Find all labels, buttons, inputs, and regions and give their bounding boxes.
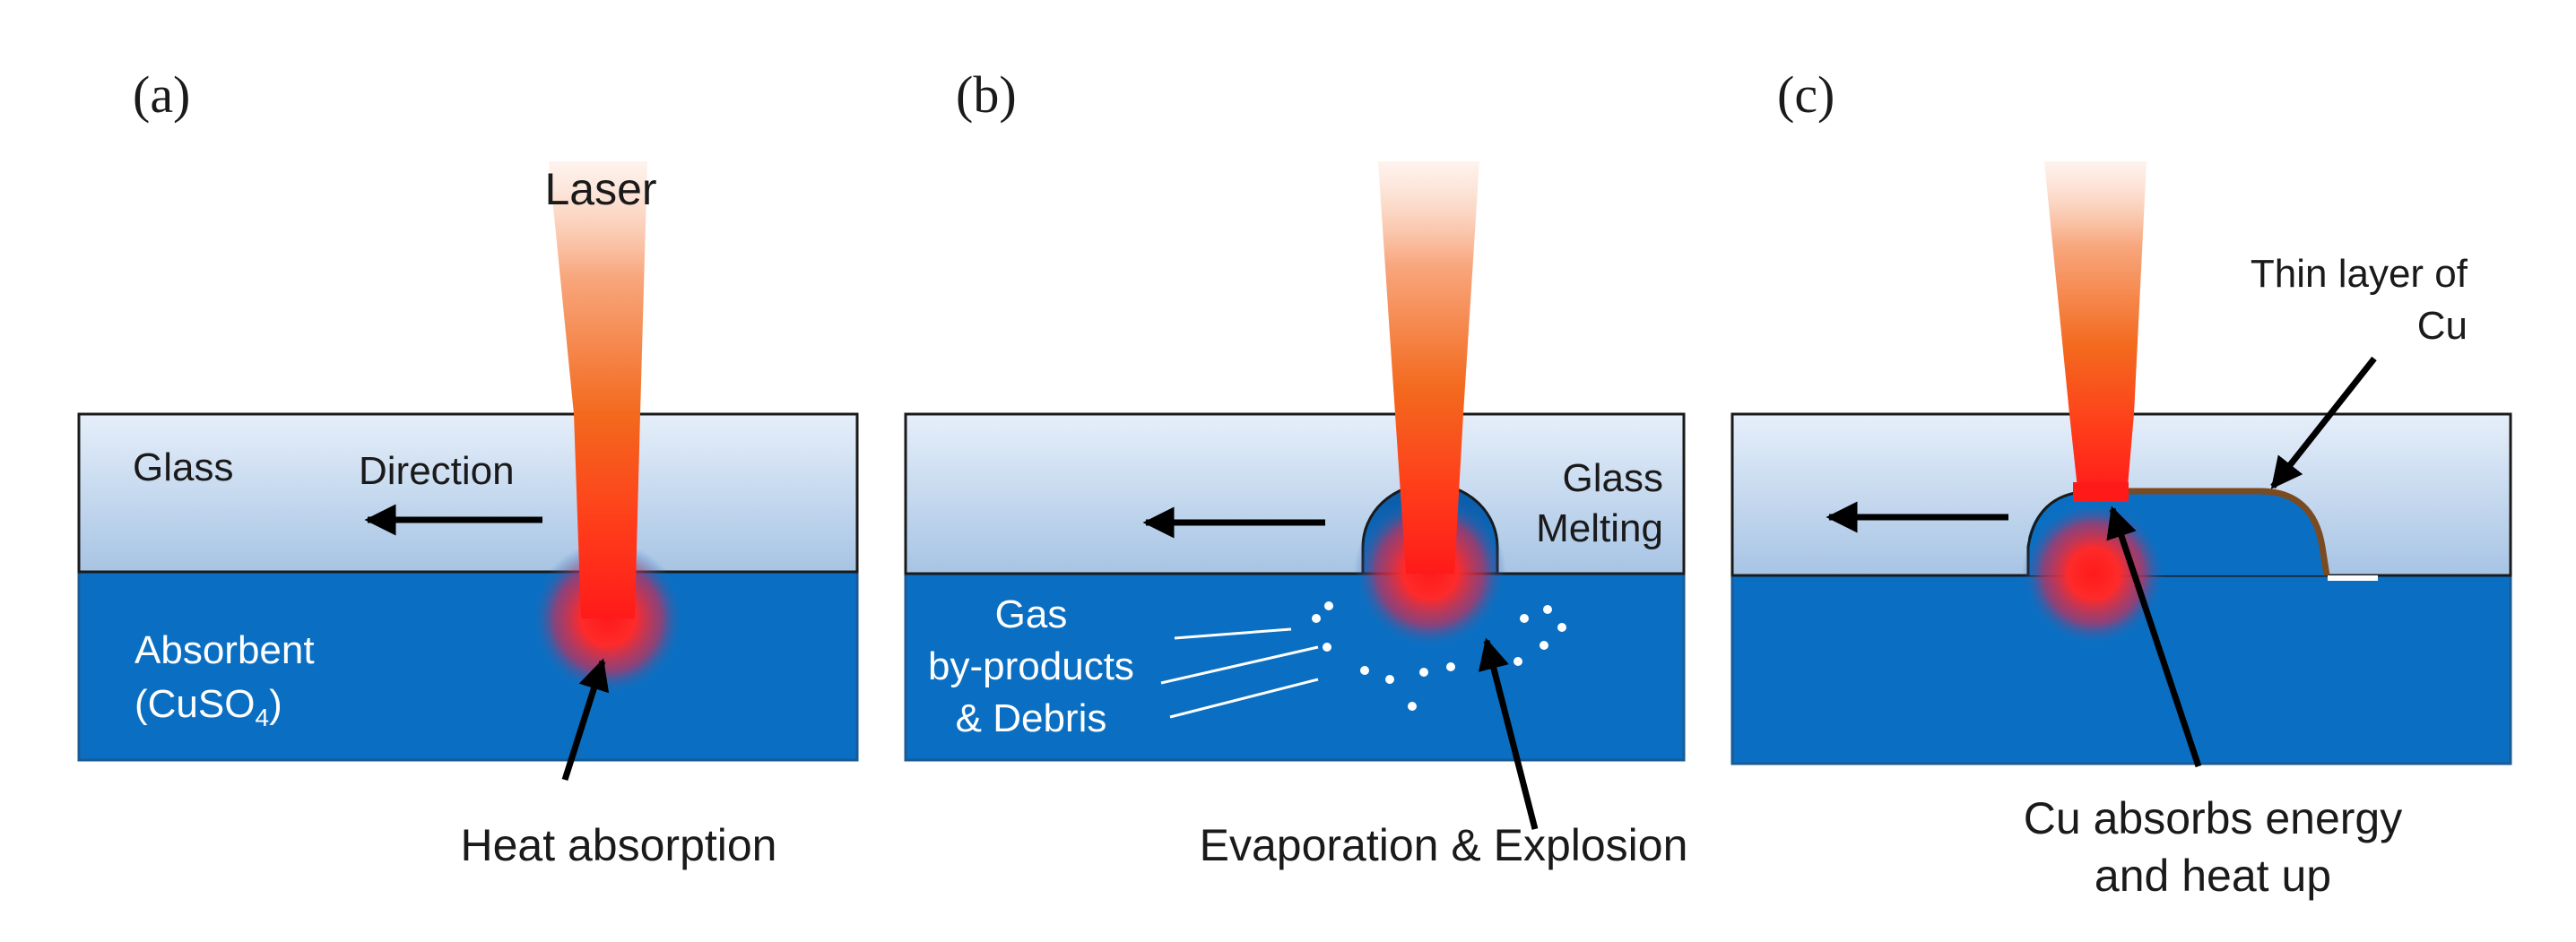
laser-beam — [2044, 161, 2147, 497]
debris-particles — [1312, 601, 1566, 711]
laser-label: Laser — [544, 164, 656, 214]
glass-label: Glass — [133, 445, 233, 489]
heat-absorption-arrow — [561, 658, 610, 782]
panel-c-tag: (c) — [1777, 65, 1834, 124]
cu-layer — [2112, 488, 2330, 576]
laser-beam — [1378, 161, 1479, 574]
panel-b-tag: (b) — [956, 65, 1017, 124]
debris-particle — [1323, 643, 1331, 652]
cu-absorbs-arrow — [2106, 506, 2202, 768]
debris-particle — [1557, 623, 1566, 632]
absorbent-label: Absorbent — [134, 628, 315, 672]
glass-layer — [77, 412, 859, 574]
pointer-line — [1160, 645, 1319, 685]
debris-particle — [1408, 702, 1417, 711]
debris-particle — [1520, 614, 1529, 623]
heat-spot — [2022, 502, 2165, 645]
pointer-line — [1169, 678, 1319, 719]
evaporation-arrow — [1478, 637, 1539, 830]
debris-particle — [1514, 657, 1522, 666]
absorbent-formula: (CuSO4) — [134, 682, 282, 731]
evaporation-callout: Evaporation & Explosion — [1200, 820, 1688, 870]
laser-beam — [549, 161, 647, 618]
debris-particle — [1446, 662, 1455, 671]
heat-absorption-callout: Heat absorption — [460, 820, 776, 870]
debris-particle — [1419, 668, 1428, 677]
debris-particle — [1324, 601, 1333, 610]
gap-notch — [2328, 575, 2378, 581]
pointer-line — [1174, 627, 1292, 640]
cu-layer-arrow — [2270, 356, 2377, 489]
absorbent-layer — [904, 572, 1686, 762]
debris-particle — [1540, 641, 1548, 650]
panel-a: (a) Laser Glass Direction Absorbent (CuS… — [77, 65, 859, 870]
direction-label: Direction — [359, 449, 515, 493]
panel-a-tag: (a) — [133, 65, 190, 124]
debris-particle — [1360, 666, 1369, 675]
laser-contact-spot — [2073, 482, 2129, 502]
absorbent-layer — [77, 570, 859, 762]
debris-particle — [1543, 605, 1552, 614]
glass-layer — [904, 412, 1686, 575]
debris-particle — [1385, 675, 1394, 684]
debris-particle — [1312, 614, 1321, 623]
